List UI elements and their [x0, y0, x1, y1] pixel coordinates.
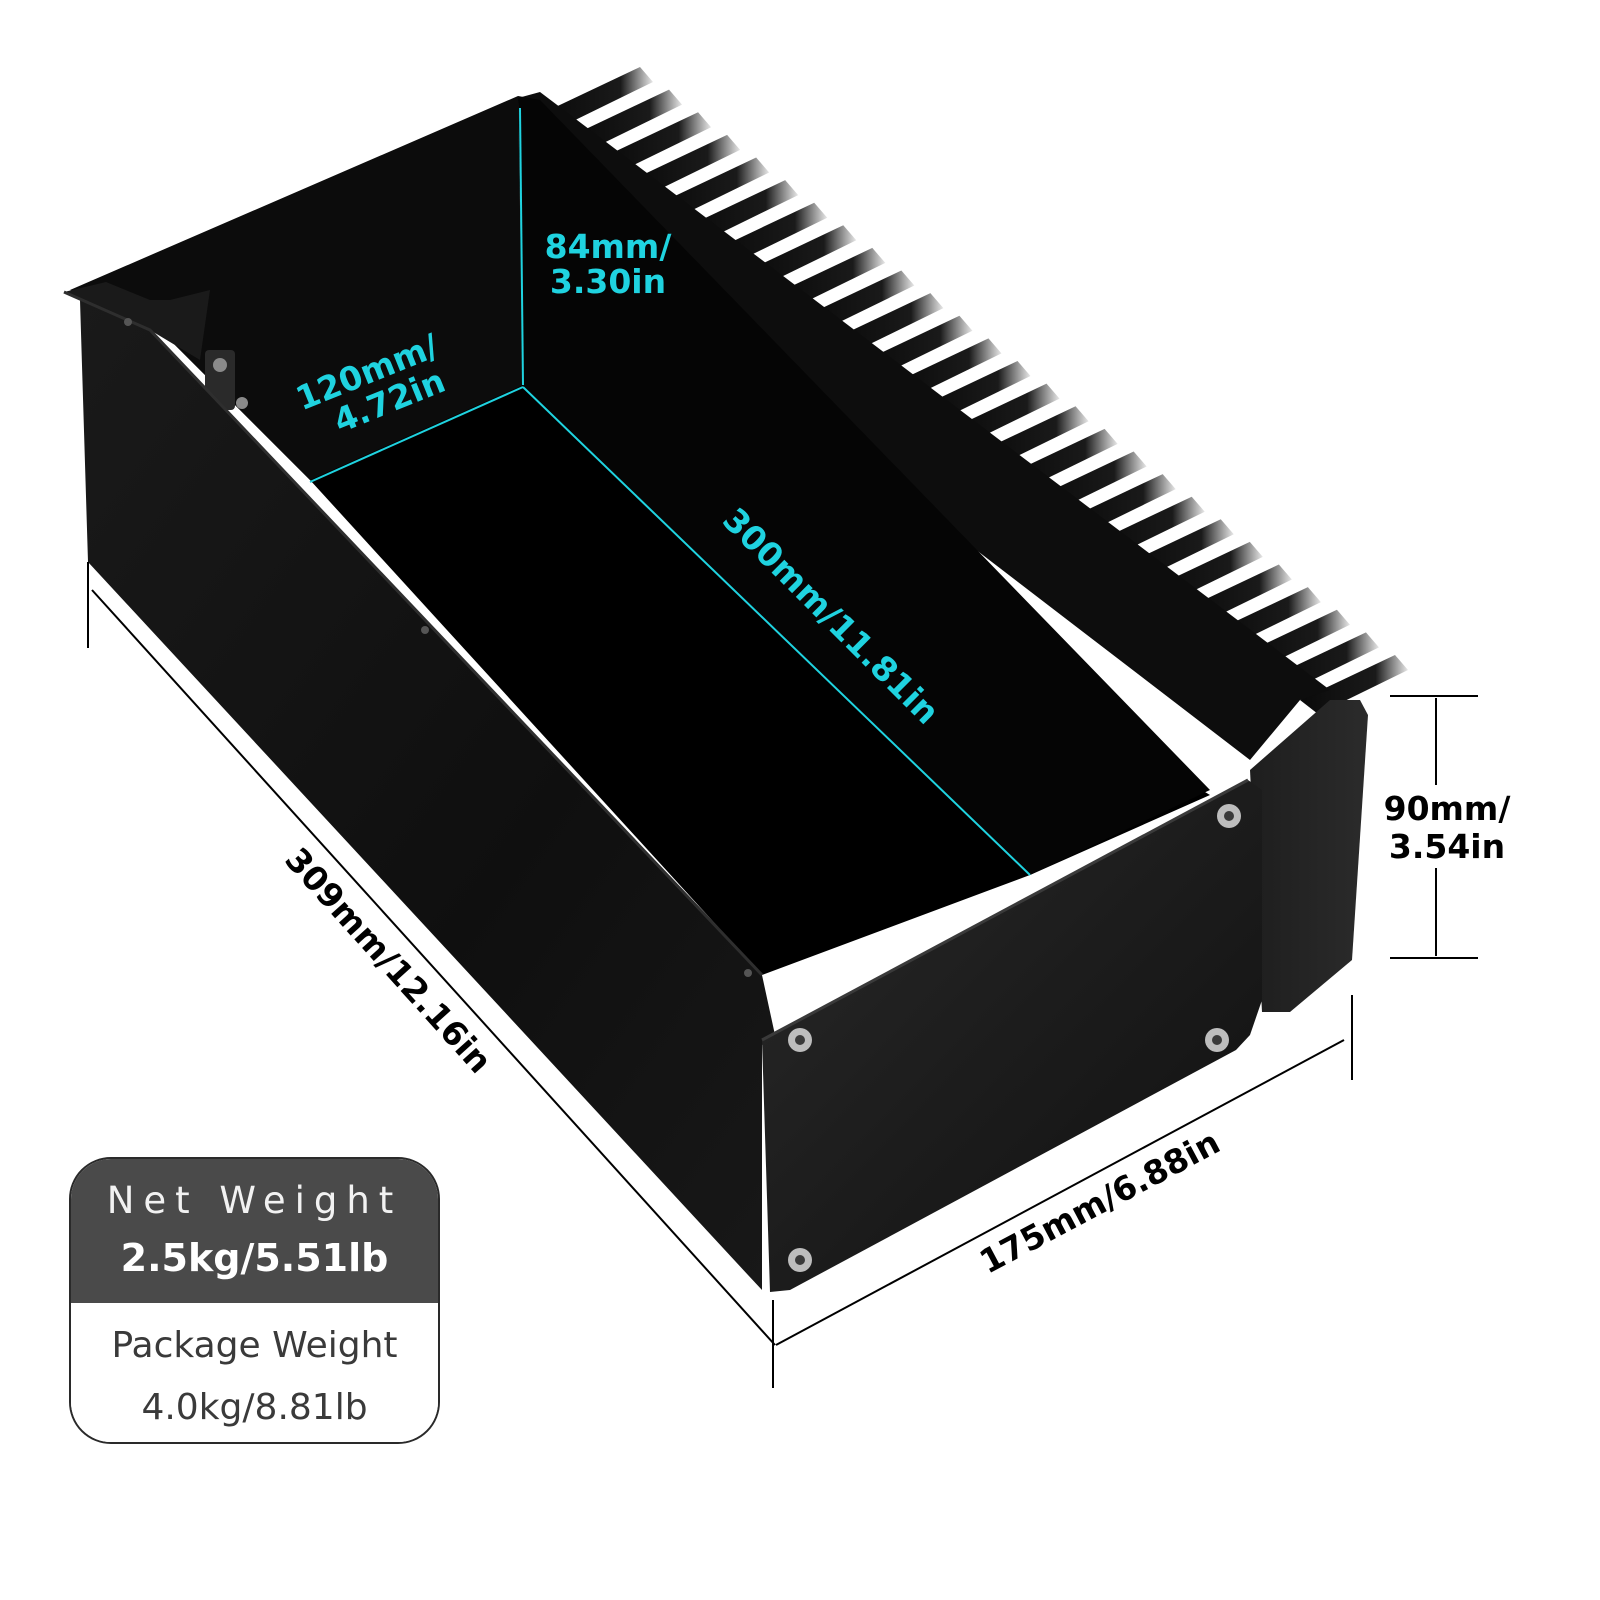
package-weight-label: Package Weight	[111, 1325, 398, 1366]
net-weight-section: Net Weight 2.5kg/5.51lb	[71, 1159, 438, 1303]
front-panel	[762, 780, 1262, 1292]
mount-hole	[421, 626, 429, 634]
net-weight-label: Net Weight	[106, 1179, 403, 1222]
inner-depth-label-2: 3.30in	[550, 262, 666, 301]
heatsink-fin	[545, 67, 653, 126]
height-label-2: 3.54in	[1389, 827, 1505, 866]
package-weight-section: Package Weight 4.0kg/8.81lb	[71, 1303, 438, 1442]
net-weight-value: 2.5kg/5.51lb	[120, 1236, 389, 1280]
heatsink-fin	[632, 134, 741, 194]
inner-dimension-lines	[309, 107, 1031, 876]
left-wall-edge	[63, 290, 764, 977]
rear-connector-bolt	[213, 358, 227, 372]
front-screws	[788, 804, 1241, 1272]
heatsink-fin	[574, 89, 683, 149]
mount-hole	[744, 969, 752, 977]
heatsink-fin	[690, 180, 799, 240]
rear-panel	[64, 282, 210, 360]
outer-dimension-lines	[87, 562, 1478, 1388]
interior-heatsink-wall	[518, 96, 1210, 875]
heatsink-fin	[1300, 655, 1408, 714]
package-weight-value: 4.0kg/8.81lb	[141, 1387, 368, 1428]
heatsink-end-cap	[1250, 700, 1368, 1012]
heatsink-fin	[661, 157, 770, 217]
interior-back-wall	[70, 96, 523, 480]
weight-card: Net Weight 2.5kg/5.51lb Package Weight 4…	[69, 1157, 440, 1444]
front-panel-edge	[761, 778, 1249, 1042]
heatsink-fin	[748, 225, 857, 285]
rear-connector-bolt	[236, 397, 248, 409]
height-label-1: 90mm/	[1384, 789, 1512, 828]
inner-depth-label-1: 84mm/	[545, 227, 673, 266]
mount-hole	[124, 318, 132, 326]
heatsink-base	[518, 92, 1330, 760]
heatsink-fin	[603, 112, 712, 172]
heatsink-fin	[719, 202, 828, 262]
left-side-wall	[64, 292, 775, 1290]
